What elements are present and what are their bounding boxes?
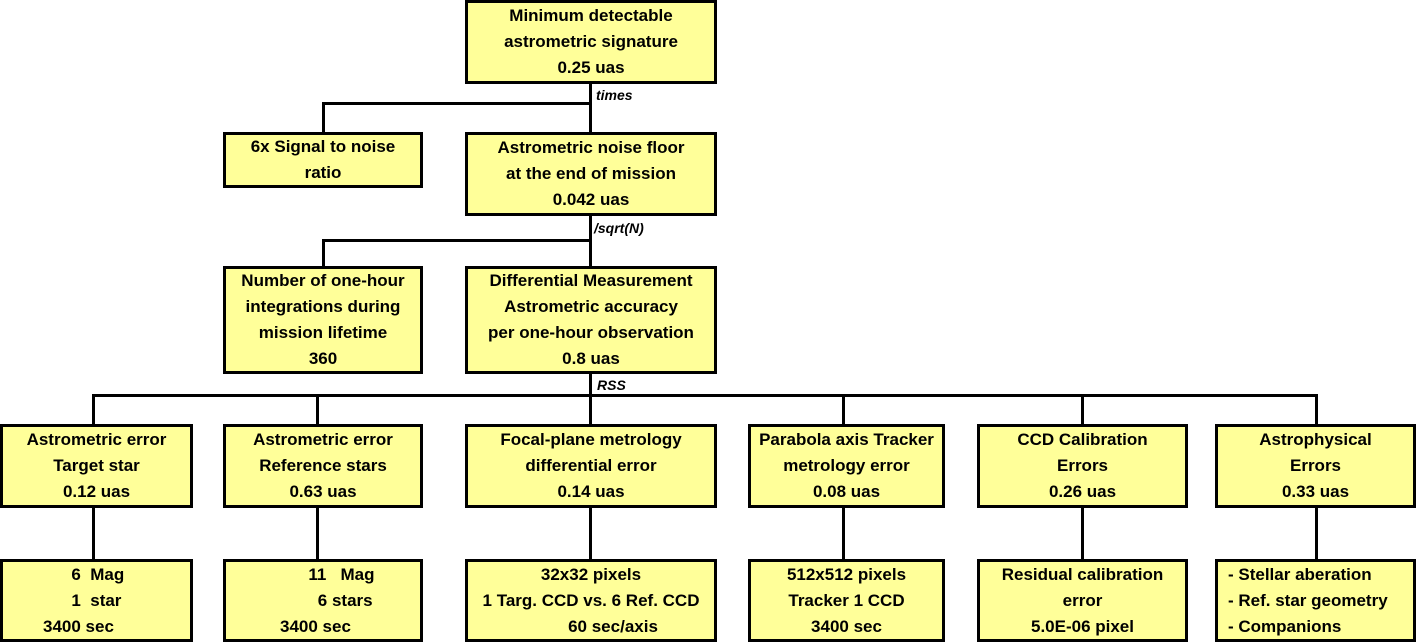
box-line: Focal-plane metrology — [500, 430, 682, 449]
connector — [322, 102, 592, 105]
box-line: mission lifetime — [258, 323, 388, 342]
detail-box-focal-plane: 32x32 pixels 1 Targ. CCD vs. 6 Ref. CCD … — [465, 559, 717, 642]
snr-box: 6x Signal to noise ratio — [223, 132, 423, 188]
operator-times: times — [596, 87, 633, 103]
connector — [842, 506, 845, 561]
connector — [316, 394, 319, 426]
box-line: Errors — [1056, 456, 1109, 475]
box-line: - Stellar aberation — [1228, 564, 1372, 584]
noise-floor-box: Astrometric noise floor at the end of mi… — [465, 132, 717, 216]
box-line: Astrometric accuracy — [504, 297, 678, 316]
box-line: 0.25 uas — [557, 58, 625, 77]
detail-box-astrophysical: - Stellar aberation - Ref. star geometry… — [1215, 559, 1416, 642]
min-detectable-signature-box: Minimum detectable astrometric signature… — [465, 0, 717, 84]
integrations-box: Number of one-hour integrations during m… — [223, 266, 423, 374]
connector — [842, 394, 845, 426]
box-line: 60 sec/axis — [568, 616, 658, 636]
detail-box-ccd-calibration: Residual calibration error 5.0E-06 pixel — [977, 559, 1188, 642]
box-line: integrations during — [245, 297, 401, 316]
detail-box-target-star: 6 Mag 1 star 3400 sec — [0, 559, 193, 642]
box-line: 512x512 pixels — [786, 564, 907, 584]
box-line: ratio — [304, 163, 342, 182]
box-line: Errors — [1289, 456, 1342, 475]
error-box-focal-plane: Focal-plane metrology differential error… — [465, 424, 717, 508]
box-line: per one-hour observation — [488, 323, 694, 342]
box-line: Reference stars — [259, 456, 387, 475]
box-line: 360 — [308, 349, 338, 368]
box-line: 3400 sec — [811, 616, 882, 636]
differential-accuracy-box: Differential Measurement Astrometric acc… — [465, 266, 717, 374]
connector — [589, 372, 592, 426]
box-line: 0.33 uas — [1281, 482, 1350, 501]
error-box-reference-stars: Astrometric error Reference stars 0.63 u… — [223, 424, 423, 508]
box-line: - Companions — [1228, 616, 1342, 636]
connector — [316, 506, 319, 561]
box-line: 6 Mag — [43, 564, 125, 584]
box-line: Astrometric noise floor — [497, 138, 685, 157]
box-line: at the end of mission — [505, 164, 677, 183]
detail-box-reference-stars: 11 Mag 6 stars 3400 sec — [223, 559, 423, 642]
connector — [322, 102, 325, 134]
box-line: 1 star — [43, 590, 122, 610]
connector — [1315, 394, 1318, 426]
box-line: 0.63 uas — [289, 482, 357, 501]
error-box-tracker: Parabola axis Tracker metrology error 0.… — [748, 424, 945, 508]
box-line: Differential Measurement — [489, 271, 693, 290]
detail-box-tracker: 512x512 pixels Tracker 1 CCD 3400 sec — [748, 559, 945, 642]
box-line: Minimum detectable — [509, 6, 673, 25]
box-line: 32x32 pixels — [540, 564, 642, 584]
box-line: 11 Mag — [280, 564, 375, 584]
box-line: 0.12 uas — [62, 482, 131, 501]
box-line: error — [1062, 590, 1103, 610]
operator-rss: RSS — [597, 377, 626, 393]
error-box-astrophysical: Astrophysical Errors 0.33 uas — [1215, 424, 1416, 508]
connector — [1081, 394, 1084, 426]
box-line: 0.8 uas — [562, 349, 620, 368]
operator-sqrt: /sqrt(N) — [594, 220, 644, 236]
connector — [92, 506, 95, 561]
box-line: - Ref. star geometry — [1228, 590, 1388, 610]
box-line: 3400 sec — [43, 616, 114, 636]
box-line: 6x Signal to noise — [250, 137, 396, 156]
box-line: Astrometric error — [253, 430, 393, 449]
error-box-ccd-calibration: CCD Calibration Errors 0.26 uas — [977, 424, 1188, 508]
box-line: Astrophysical — [1259, 430, 1372, 449]
box-line: Parabola axis Tracker — [759, 430, 934, 449]
connector — [322, 239, 592, 242]
box-line: Tracker 1 CCD — [788, 590, 905, 610]
box-line: 5.0E-06 pixel — [1030, 616, 1134, 636]
connector — [322, 239, 325, 268]
connector — [92, 394, 95, 426]
box-line: CCD Calibration — [1017, 430, 1148, 449]
box-line: differential error — [525, 456, 657, 475]
connector — [1315, 506, 1318, 561]
connector — [589, 506, 592, 561]
box-line: 3400 sec — [280, 616, 351, 636]
connector — [92, 394, 1318, 397]
box-line: 0.26 uas — [1048, 482, 1117, 501]
box-line: astrometric signature — [504, 32, 678, 51]
box-line: 0.08 uas — [812, 482, 881, 501]
box-line: metrology error — [783, 456, 910, 475]
box-line: Residual calibration — [1001, 564, 1164, 584]
box-line: Target star — [53, 456, 140, 475]
box-line: 0.14 uas — [557, 482, 625, 501]
connector — [589, 82, 592, 134]
box-line: Astrometric error — [26, 430, 167, 449]
box-line: 6 stars — [280, 590, 373, 610]
box-line: 1 Targ. CCD vs. 6 Ref. CCD — [482, 590, 700, 610]
box-line: 0.042 uas — [552, 190, 630, 209]
box-line: Number of one-hour — [241, 271, 405, 290]
error-box-target-star: Astrometric error Target star 0.12 uas — [0, 424, 193, 508]
connector — [1081, 506, 1084, 561]
